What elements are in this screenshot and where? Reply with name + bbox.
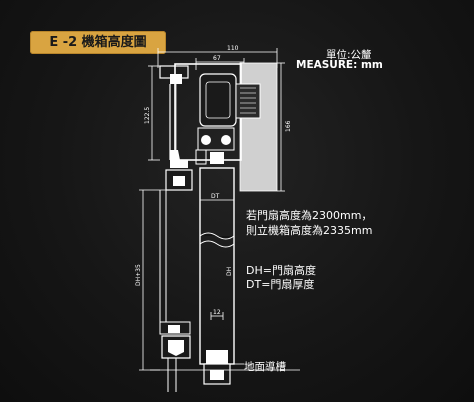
gear-box — [235, 83, 261, 119]
note-line-1: 若門扇高度為2300mm， — [246, 209, 373, 222]
dim-door-height: DH — [226, 267, 233, 276]
note-line-2: 則立機箱高度為2335mm — [246, 224, 373, 237]
header-cover — [239, 62, 278, 192]
groove-dimension — [210, 312, 224, 320]
dt-dimension — [199, 196, 235, 204]
dim-door-thickness: DT — [211, 193, 220, 200]
left-dimension-header — [148, 65, 160, 161]
dim-right-height: 166 — [285, 120, 292, 132]
side-post — [159, 190, 167, 322]
bottom-assembly — [159, 321, 191, 392]
dim-header-height: 122.5 — [144, 107, 151, 124]
header-box — [159, 62, 278, 192]
diagram-title: E -2 機箱高度圖 — [49, 35, 147, 50]
dim-groove-width: 12 — [213, 309, 221, 316]
floor-track-label: 地面導槽 — [244, 361, 286, 373]
legend-dh: DH=門扇高度 — [246, 264, 316, 277]
floor-guide — [203, 350, 231, 385]
unit-label: 單位:公釐 — [326, 49, 372, 61]
dim-top-width: 110 — [227, 45, 239, 52]
dim-inner-width: 67 — [213, 55, 221, 62]
title-badge: E -2 機箱高度圖 — [30, 31, 166, 54]
measure-label: MEASURE: mm — [296, 59, 383, 71]
dim-total-height: DH+35 — [135, 264, 142, 286]
legend-dt: DT=門扇厚度 — [246, 278, 315, 291]
right-dimension-cover — [277, 62, 285, 192]
